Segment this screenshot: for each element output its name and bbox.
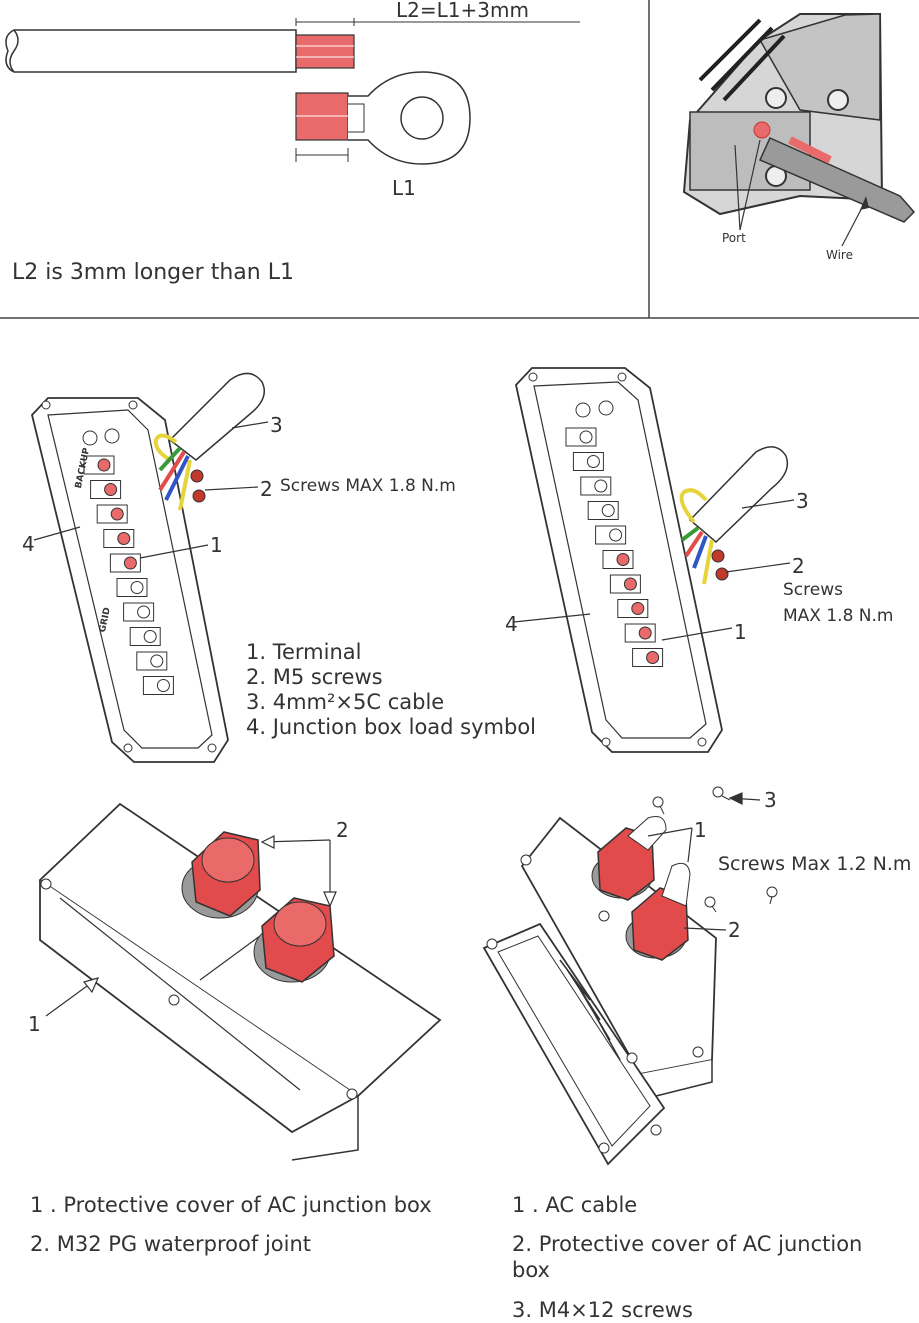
right-terminal-screw-4	[601, 504, 615, 517]
legend-item-2: 2. M5 screws	[246, 665, 383, 689]
wire-label: Wire	[826, 248, 853, 262]
right-terminal-screw-7	[623, 577, 637, 591]
dimension-l1-label: L1	[392, 176, 416, 200]
stripped-cable-drawing	[5, 29, 355, 73]
left-terminal-screw-7	[137, 605, 151, 619]
callout-1-left: 1	[210, 533, 223, 557]
cover-assembly-left	[38, 802, 442, 1161]
port-label: Port	[722, 231, 746, 245]
junction-box-right	[515, 367, 723, 753]
screw-torque-note-cover: Screws Max 1.2 N.m	[718, 853, 912, 875]
left-terminal-screw-9	[150, 654, 164, 668]
right-terminal-screw-8	[631, 602, 645, 615]
right-terminal-screw-6	[616, 553, 630, 566]
left-terminal-screw-6	[130, 581, 144, 594]
callout-1-right: 1	[734, 620, 747, 644]
right-terminal-screw-10	[646, 651, 660, 664]
length-note: L2 is 3mm longer than L1	[12, 260, 294, 285]
ring-terminal-drawing	[295, 71, 471, 165]
left-terminal-screw-8	[143, 630, 157, 643]
dimension-l2-label: L2=L1+3mm	[396, 0, 529, 22]
callout-lines-cover-right	[647, 792, 761, 931]
callout-lines-right	[513, 499, 795, 641]
left-terminal-screw-2	[104, 483, 118, 496]
legend-item-4: 4. Junction box load symbol	[246, 715, 537, 739]
cable-bundle-right	[679, 446, 789, 585]
left-terminal-screw-3	[110, 507, 124, 521]
callout-lines-cover-left	[45, 835, 337, 1017]
right-terminal-screw-3	[594, 479, 608, 493]
right-terminal-screw-5	[609, 528, 623, 542]
caption-cover-left-2: 2. M32 PG waterproof joint	[30, 1232, 311, 1256]
screw-torque-note-right-line1: Screws	[783, 580, 843, 600]
left-terminal-screw-5	[123, 556, 137, 570]
dimension-l2	[295, 18, 580, 26]
left-terminal-screw-4	[117, 532, 131, 545]
caption-cover-right-3: 3. M4×12 screws	[512, 1298, 693, 1322]
callout-lines-left	[33, 421, 269, 559]
screw-torque-note-right-line2: MAX 1.8 N.m	[783, 606, 894, 626]
junction-box-left	[31, 397, 229, 763]
caption-cover-left-1: 1 . Protective cover of AC junction box	[30, 1193, 432, 1217]
callout-2-cover-right: 2	[728, 918, 741, 942]
caption-cover-right-2: 2. Protective cover of AC junction box	[512, 1232, 863, 1282]
callout-1-cover-right: 1	[694, 818, 707, 842]
crimp-tool-illustration	[669, 10, 916, 247]
right-terminal-screw-9	[638, 626, 652, 640]
screw-torque-note-left: Screws MAX 1.8 N.m	[280, 476, 456, 496]
callout-3-cover-right: 3	[764, 788, 777, 812]
callout-3-left: 3	[270, 413, 283, 437]
right-terminal-screw-1	[579, 430, 593, 444]
callout-1-cover-left: 1	[28, 1012, 41, 1036]
callout-3-right: 3	[796, 489, 809, 513]
cable-bundle-left	[153, 372, 265, 511]
callout-2-cover-left: 2	[336, 818, 349, 842]
cover-assembly-right	[482, 786, 778, 1166]
callout-4-left: 4	[22, 532, 35, 556]
right-terminal-screw-2	[586, 455, 600, 468]
left-terminal-screw-1	[97, 458, 111, 472]
callout-4-right: 4	[505, 612, 518, 636]
caption-cover-right-1: 1 . AC cable	[512, 1193, 638, 1217]
callout-2-left: 2	[260, 477, 273, 501]
legend-item-3: 3. 4mm²×5C cable	[246, 690, 445, 714]
legend-item-1: 1. Terminal	[246, 640, 362, 664]
callout-2-right: 2	[792, 554, 805, 578]
left-terminal-screw-10	[156, 679, 170, 692]
